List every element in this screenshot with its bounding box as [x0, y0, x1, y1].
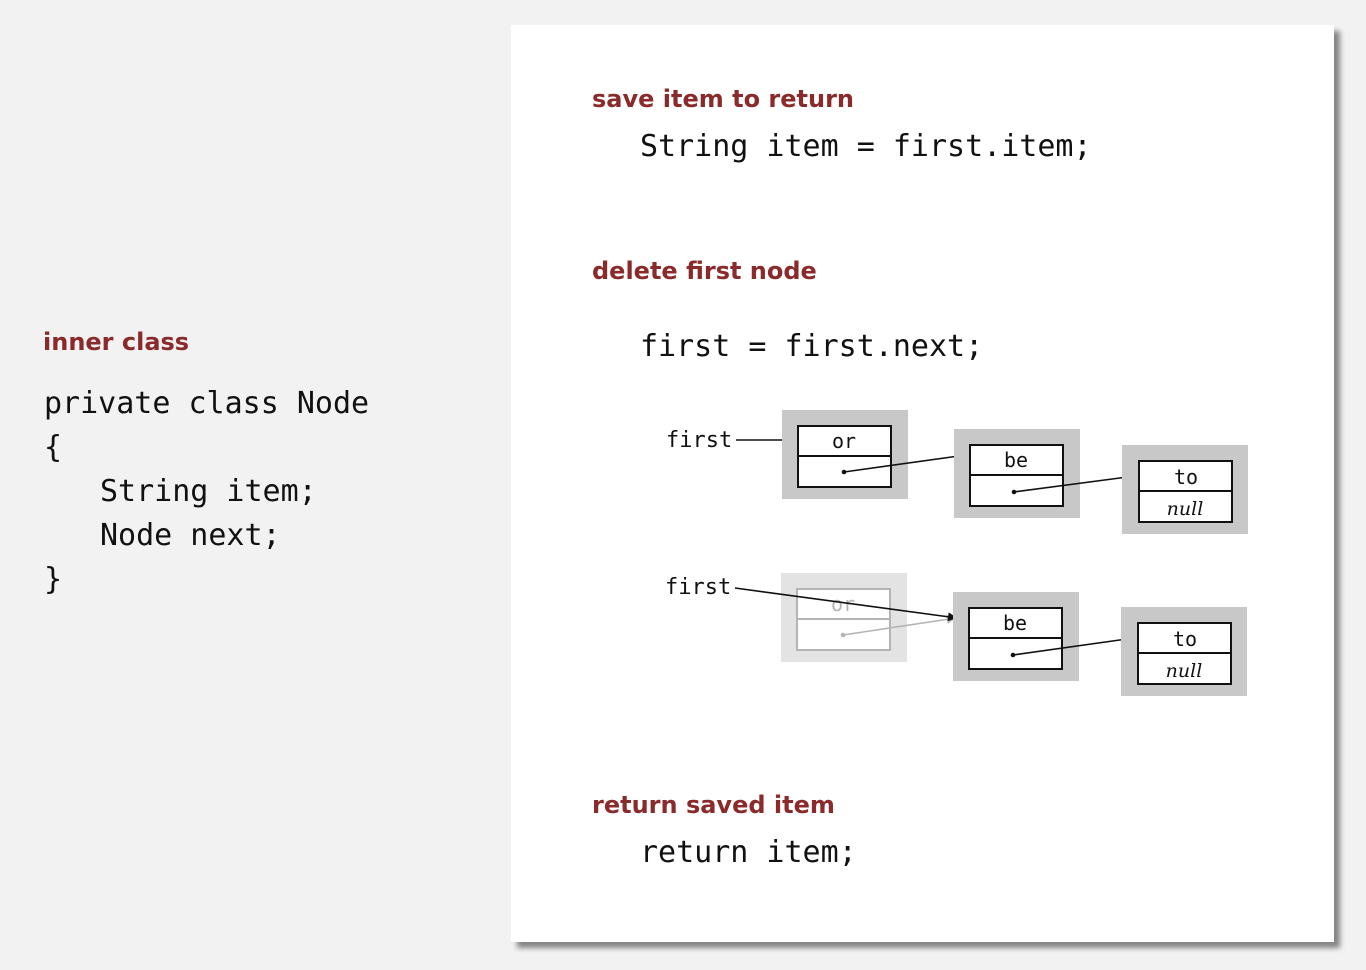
step-code-return: return item;: [640, 835, 857, 870]
node-class-code: private class Node { String item; Node next…: [44, 382, 369, 602]
left-heading: inner class: [43, 328, 190, 356]
code-line: Node next;: [100, 518, 281, 553]
code-line: {: [44, 430, 63, 465]
step-heading-delete: delete first node: [592, 257, 817, 285]
code-line: }: [44, 562, 63, 597]
code-line: String item;: [100, 474, 317, 509]
step-code-save: String item = first.item;: [640, 129, 1092, 164]
code-line: private class Node: [44, 386, 370, 421]
step-code-delete: first = first.next;: [640, 329, 984, 364]
step-heading-save: save item to return: [592, 85, 855, 113]
pop-steps-card: save item to return String item = first.…: [511, 25, 1334, 942]
step-heading-return: return saved item: [592, 791, 835, 819]
